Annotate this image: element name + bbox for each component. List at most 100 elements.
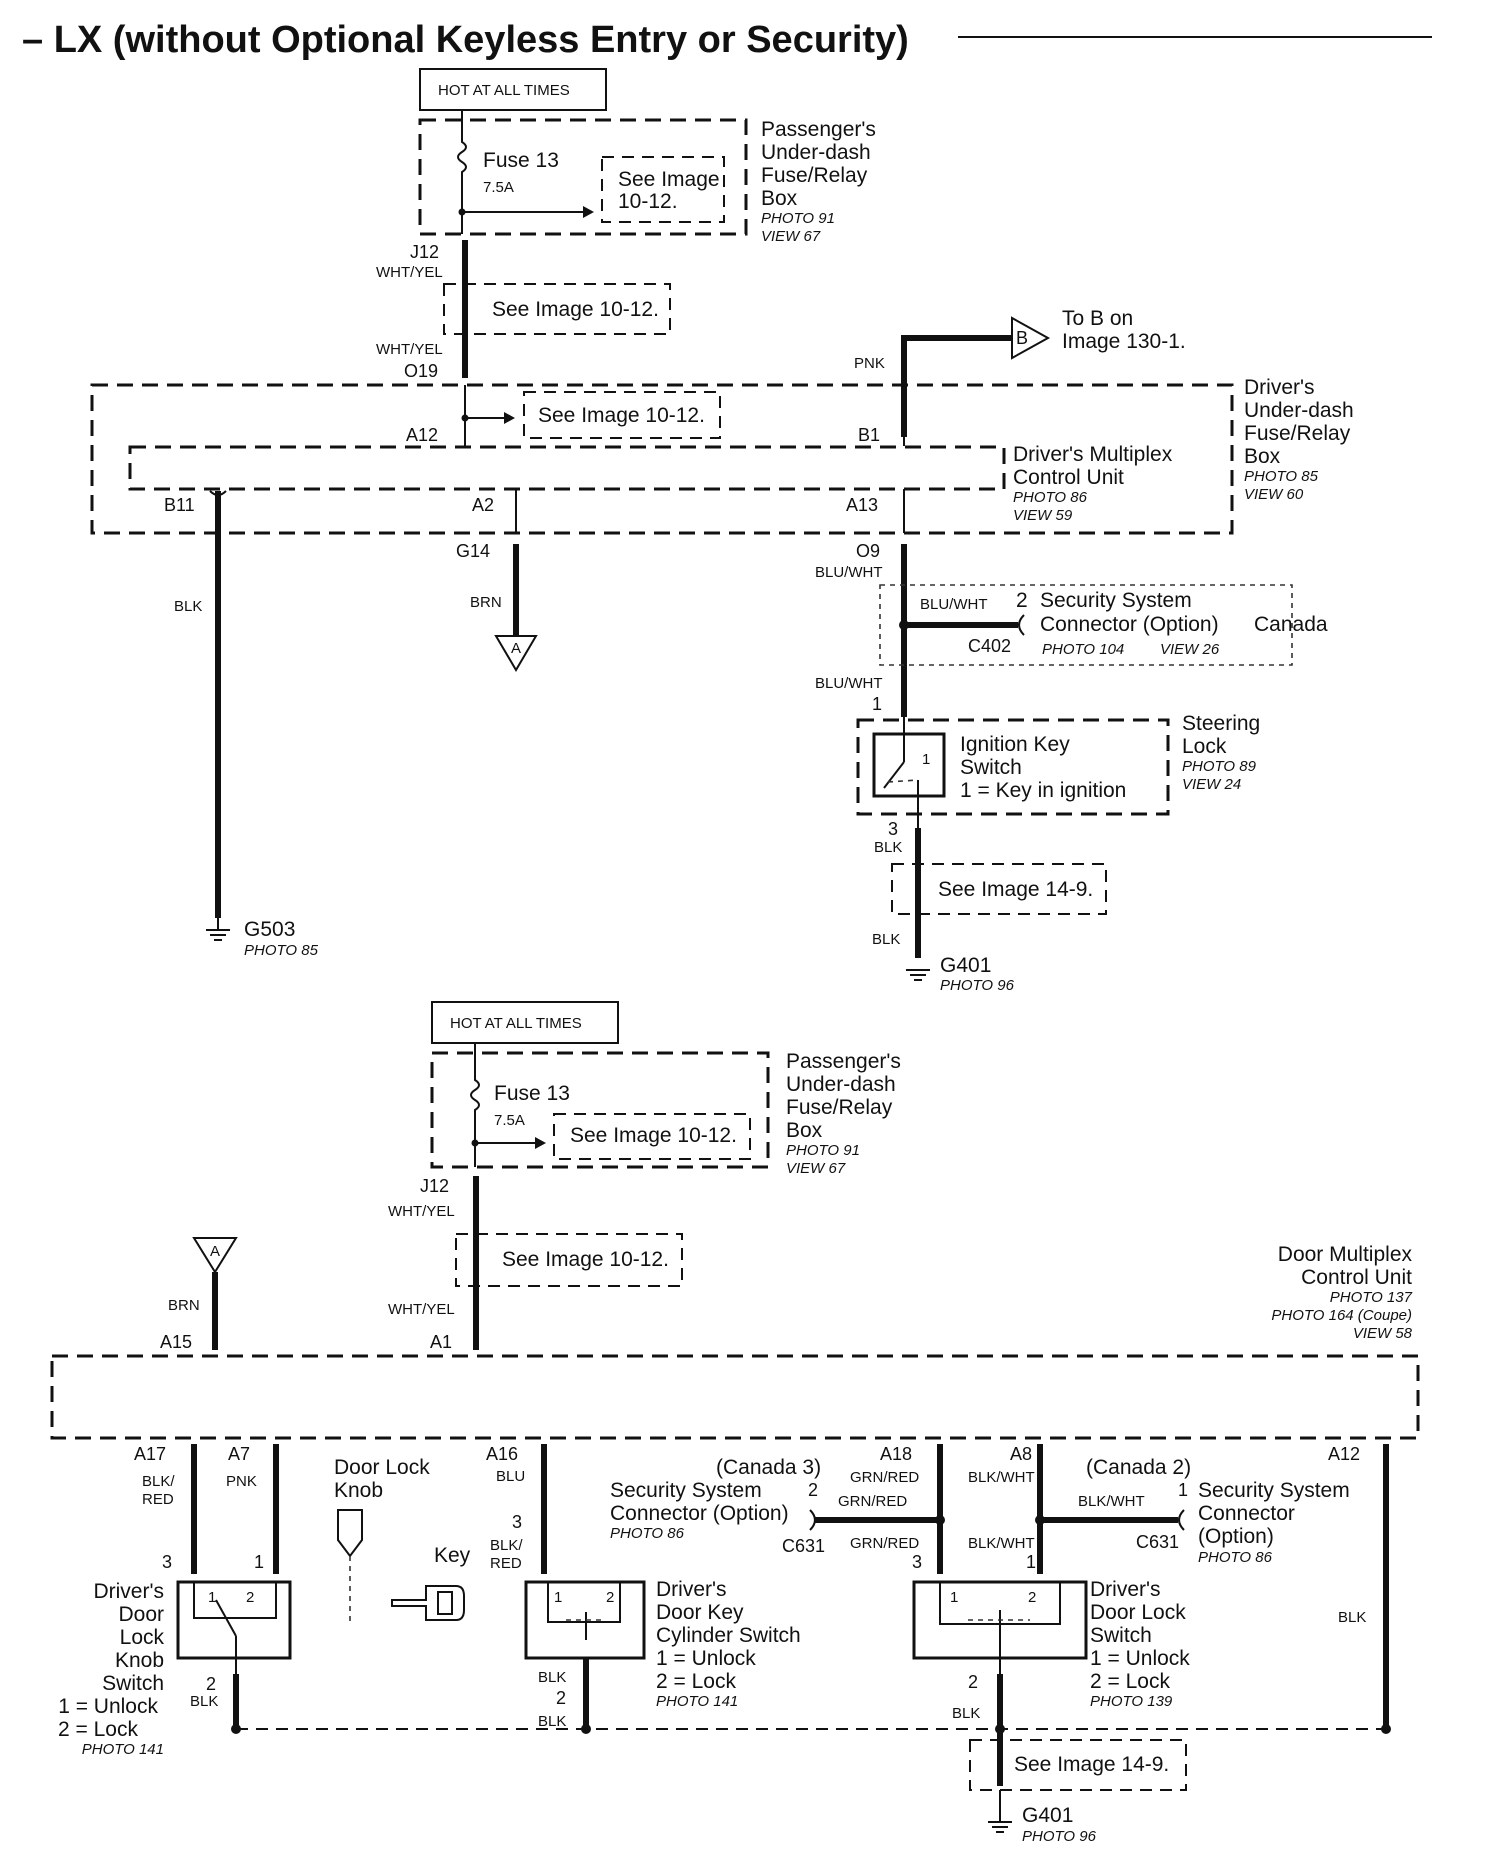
wire-blk-label-3: BLK bbox=[872, 931, 900, 948]
to-b-label-1: To B on bbox=[1062, 307, 1133, 330]
lock-label-2: Door Lock bbox=[1090, 1601, 1186, 1624]
wire-blu-wht-1: BLU/WHT bbox=[815, 564, 883, 581]
terminal-g14: G14 bbox=[456, 541, 490, 561]
ground-icon bbox=[206, 918, 230, 941]
steering-pin-3: 3 bbox=[888, 819, 898, 839]
lock-pin-2: 2 bbox=[968, 1672, 978, 1692]
wire-blu-label: BLU bbox=[496, 1468, 525, 1485]
ignition-label-1: Ignition Key bbox=[960, 733, 1070, 756]
connector-a-letter-top: A bbox=[511, 640, 521, 657]
see-image-14-9-bottom: See Image 14-9. bbox=[1014, 1753, 1169, 1776]
steering-label-1: Steering bbox=[1182, 712, 1260, 735]
cyl-label-1: Driver's bbox=[656, 1578, 727, 1601]
fuse-13-bottom-label: Fuse 13 bbox=[494, 1082, 570, 1105]
connector-b-flag-icon bbox=[1011, 316, 1051, 360]
door-multiplex-unit bbox=[50, 1354, 1420, 1440]
sec-c2-label-2: Security System bbox=[1198, 1479, 1350, 1502]
knob-switch-contacts bbox=[193, 1582, 277, 1619]
door-lock-knob-icon bbox=[337, 1509, 363, 1558]
knob-pin-1: 1 bbox=[254, 1552, 264, 1572]
cyl-inner-1: 1 bbox=[554, 1589, 562, 1606]
wire-blk-label-2: BLK bbox=[874, 839, 902, 856]
wire-blk-wht-1: BLK/WHT bbox=[968, 1469, 1035, 1486]
knob-label-5: Switch bbox=[102, 1672, 164, 1695]
door-mcu-view: VIEW 58 bbox=[1353, 1325, 1413, 1342]
sec-c2-pin: 1 bbox=[1178, 1480, 1188, 1500]
lock-photo: PHOTO 139 bbox=[1090, 1693, 1173, 1710]
steering-pin-1: 1 bbox=[872, 694, 882, 714]
passenger-box-label-3: Fuse/Relay bbox=[761, 164, 868, 187]
hot-label-top: HOT AT ALL TIMES bbox=[438, 82, 570, 99]
terminal-o19: O19 bbox=[404, 361, 438, 381]
terminal-a17: A17 bbox=[134, 1444, 166, 1464]
see-image-box-top bbox=[601, 156, 725, 223]
dmcu-label-1: Driver's Multiplex bbox=[1013, 443, 1173, 466]
passenger-fuse-box-top bbox=[418, 118, 748, 236]
arrow-right-icon bbox=[583, 206, 594, 218]
wire-blk-a12-label: BLK bbox=[1338, 1609, 1366, 1626]
see-image-2-label: See Image 10-12. bbox=[492, 298, 659, 321]
connector-a-flag-icon bbox=[494, 635, 538, 672]
see-image-box-3 bbox=[523, 391, 721, 439]
wire-pnk-label: PNK bbox=[854, 355, 885, 372]
sec-c3-pin: 2 bbox=[808, 1480, 818, 1500]
wire-blk-red-cyl-a: BLK/ bbox=[490, 1537, 523, 1554]
lock-label-1: Driver's bbox=[1090, 1578, 1161, 1601]
wire-blk-red-b: RED bbox=[142, 1491, 174, 1508]
driver-box-label-3: Fuse/Relay bbox=[1244, 422, 1351, 445]
wire-wht-yel-b2: WHT/YEL bbox=[388, 1301, 455, 1318]
steering-label-2: Lock bbox=[1182, 735, 1227, 758]
wire-blk-red-cyl-b: RED bbox=[490, 1555, 522, 1572]
knob-label-1: Driver's bbox=[93, 1580, 164, 1603]
wire-blk-knob: BLK bbox=[190, 1693, 218, 1710]
terminal-a18: A18 bbox=[880, 1444, 912, 1464]
lock-label-5: 2 = Lock bbox=[1090, 1670, 1170, 1693]
ground-g503-photo: PHOTO 85 bbox=[244, 942, 319, 959]
cyl-photo: PHOTO 141 bbox=[656, 1693, 738, 1710]
see-image-top-a: See Image bbox=[618, 168, 720, 191]
fuse-13-top-icon bbox=[457, 110, 467, 234]
wire-pnk-to-b bbox=[901, 335, 1012, 437]
hot-box-bottom bbox=[431, 1001, 619, 1044]
terminal-a12-top: A12 bbox=[406, 425, 438, 445]
terminal-a13: A13 bbox=[846, 495, 878, 515]
ground-icon bbox=[906, 969, 930, 981]
driver-box-view: VIEW 60 bbox=[1244, 486, 1304, 503]
driver-multiplex-unit bbox=[128, 445, 1006, 491]
security-photo: PHOTO 104 bbox=[1042, 641, 1124, 658]
steering-view: VIEW 24 bbox=[1182, 776, 1241, 793]
terminal-c631-right: C631 bbox=[1136, 1532, 1179, 1552]
driver-box-label-4: Box bbox=[1244, 445, 1281, 468]
security-label-2: Connector (Option) bbox=[1040, 613, 1219, 636]
security-label-1: Security System bbox=[1040, 589, 1192, 612]
see-image-top-b: 10-12. bbox=[618, 190, 678, 213]
terminal-j12-top: J12 bbox=[410, 242, 439, 262]
lock-pin-3: 3 bbox=[912, 1552, 922, 1572]
wire-wht-yel-bottom: WHT/YEL bbox=[376, 341, 443, 358]
see-image-5-label: See Image 10-12. bbox=[502, 1248, 669, 1271]
terminal-c631-left: C631 bbox=[782, 1536, 825, 1556]
lock-inner-2: 2 bbox=[1028, 1589, 1036, 1606]
terminal-o9: O9 bbox=[856, 541, 880, 561]
driver-box-photo: PHOTO 85 bbox=[1244, 468, 1319, 485]
lock-pin-1: 1 bbox=[1026, 1552, 1036, 1572]
terminal-a1: A1 bbox=[430, 1332, 452, 1352]
driver-fuse-box bbox=[90, 383, 1234, 535]
knob-label-4: Knob bbox=[115, 1649, 164, 1672]
lock-inner-1: 1 bbox=[950, 1589, 958, 1606]
c402-pin: 2 bbox=[1016, 589, 1028, 612]
door-mcu-photo1: PHOTO 137 bbox=[1330, 1289, 1413, 1306]
arrow-right-icon bbox=[504, 412, 515, 424]
wire-blk-label-1: BLK bbox=[174, 598, 202, 615]
sec-c2-label-3: Connector bbox=[1198, 1502, 1295, 1525]
knob-label-7: 2 = Lock bbox=[58, 1718, 138, 1741]
passenger-box-b-photo: PHOTO 91 bbox=[786, 1142, 860, 1159]
steering-lock-box bbox=[856, 718, 1170, 816]
door-mcu-label-2: Control Unit bbox=[1301, 1266, 1412, 1289]
terminal-c402: C402 bbox=[968, 636, 1011, 656]
see-image-3-label: See Image 10-12. bbox=[538, 404, 705, 427]
knob-label-2: Door bbox=[118, 1603, 164, 1626]
see-image-14-9-top: See Image 14-9. bbox=[938, 878, 1093, 901]
wire-wht-yel-b1: WHT/YEL bbox=[388, 1203, 455, 1220]
sec-c3-label-2: Security System bbox=[610, 1479, 762, 1502]
